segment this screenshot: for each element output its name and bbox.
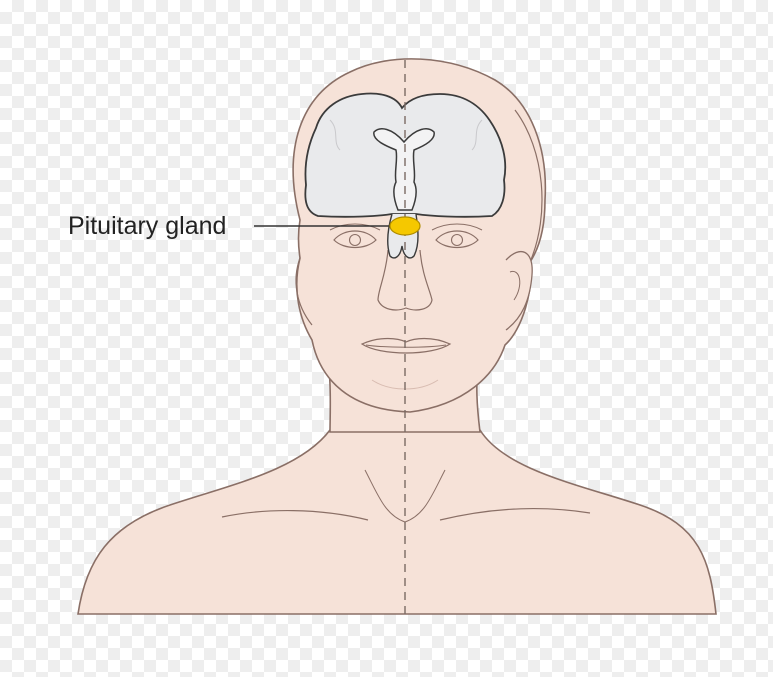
torso-silhouette <box>78 430 716 614</box>
pituitary-gland-label: Pituitary gland <box>68 212 226 241</box>
pituitary-gland <box>390 217 420 235</box>
